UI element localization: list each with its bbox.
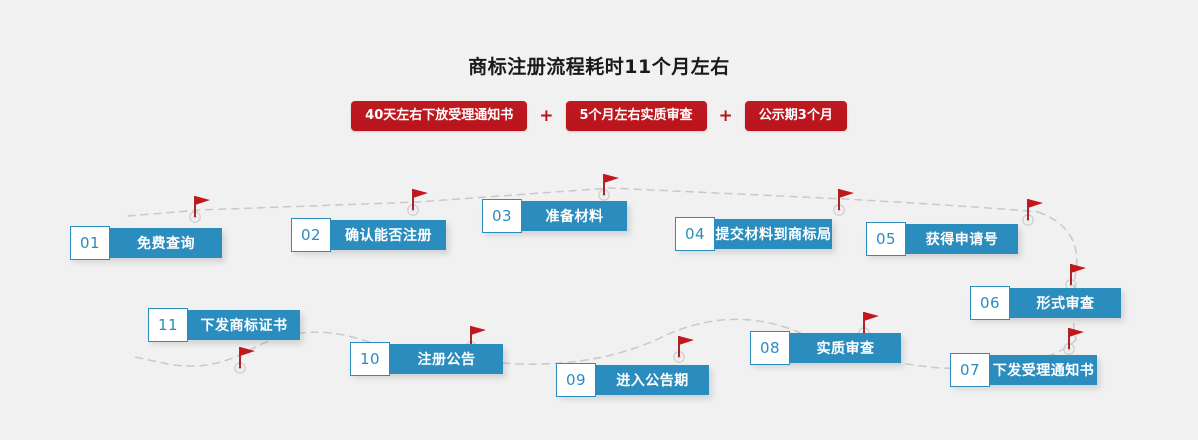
flag-icon	[595, 168, 621, 202]
flag-icon	[670, 330, 696, 364]
summary-badge-1[interactable]: 40天左右下放受理通知书	[351, 101, 528, 131]
step-label-04: 提交材料到商标局	[715, 219, 832, 249]
flag-icon	[1019, 193, 1045, 227]
step-number-01: 01	[70, 226, 110, 260]
step-number-09: 09	[556, 363, 596, 397]
summary-badge-3[interactable]: 公示期3个月	[744, 101, 847, 131]
step-label-03: 准备材料	[522, 201, 627, 231]
plus-separator-1: +	[539, 106, 554, 126]
plus-separator-2: +	[718, 106, 733, 126]
step-label-07: 下发受理通知书	[990, 355, 1097, 385]
page-title: 商标注册流程耗时11个月左右	[468, 56, 730, 78]
step-number-06: 06	[970, 286, 1010, 320]
step-label-02: 确认能否注册	[331, 220, 446, 250]
summary-badge-2[interactable]: 5个月左右实质审查	[565, 101, 707, 131]
step-label-09: 进入公告期	[596, 365, 709, 395]
step-number-05: 05	[866, 222, 906, 256]
step-number-04: 04	[675, 217, 715, 251]
flag-icon	[186, 190, 212, 224]
step-label-11: 下发商标证书	[188, 310, 300, 340]
flag-icon	[1062, 258, 1088, 292]
flag-icon	[404, 183, 430, 217]
step-label-05: 获得申请号	[906, 224, 1018, 254]
flag-icon	[231, 341, 257, 375]
summary-badge-row: 40天左右下放受理通知书 + 5个月左右实质审查 + 公示期3个月	[0, 101, 1198, 131]
step-number-10: 10	[350, 342, 390, 376]
flag-icon	[1060, 322, 1086, 356]
flag-icon	[830, 183, 856, 217]
step-number-03: 03	[482, 199, 522, 233]
step-number-07: 07	[950, 353, 990, 387]
step-label-10: 注册公告	[390, 344, 503, 374]
step-number-02: 02	[291, 218, 331, 252]
step-number-08: 08	[750, 331, 790, 365]
step-label-01: 免费查询	[110, 228, 222, 258]
step-label-06: 形式审查	[1010, 288, 1121, 318]
step-label-08: 实质审查	[790, 333, 901, 363]
step-number-11: 11	[148, 308, 188, 342]
